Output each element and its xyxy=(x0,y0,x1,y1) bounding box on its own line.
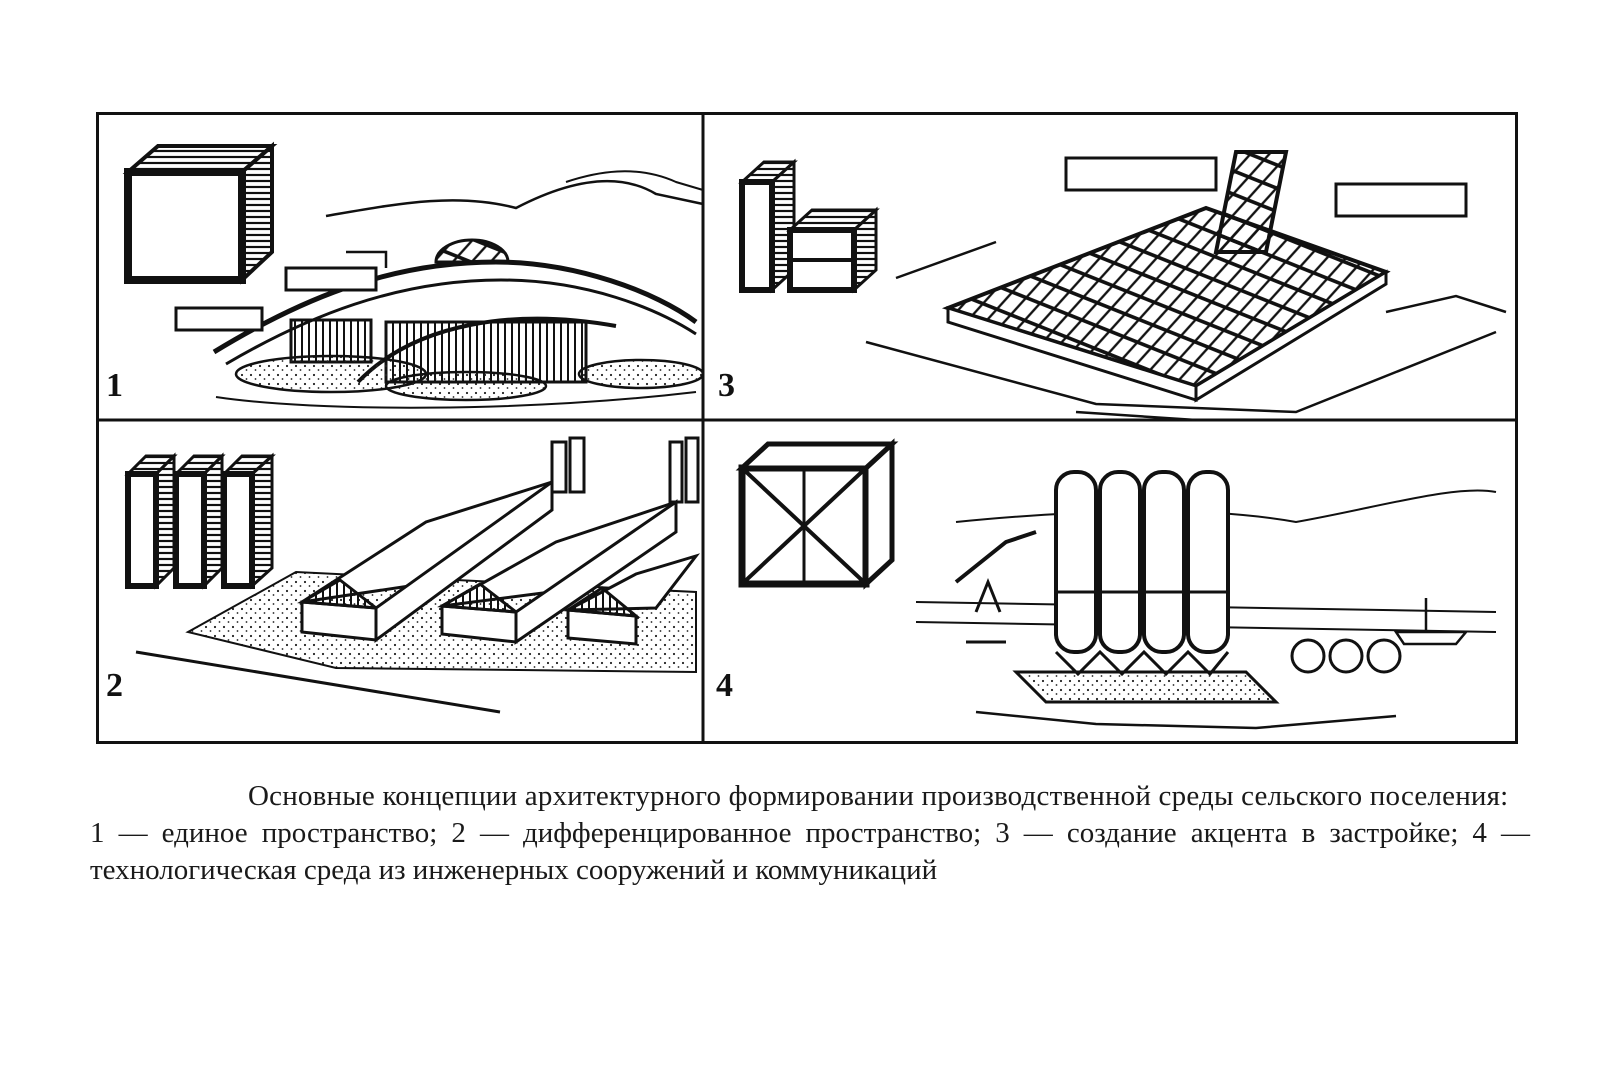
panel-2-drawing xyxy=(124,436,701,714)
panel-1-number: 1 xyxy=(106,367,123,404)
panel-1-cube-icon xyxy=(122,141,278,285)
figure-caption: Основные концепции архитектурного формир… xyxy=(90,778,1530,889)
caption-legend: 1 — единое пространство; 2 — дифференцир… xyxy=(90,817,1530,886)
panel-3-drawing xyxy=(738,150,1507,422)
panel-3-icon xyxy=(738,158,880,294)
caption-title: Основные концепции архитектурного формир… xyxy=(248,780,1509,812)
figure-illustration: 1 3 xyxy=(96,112,1518,744)
panel-3-number: 3 xyxy=(718,367,735,404)
panel-4-number: 4 xyxy=(716,667,733,704)
panel-2-number: 2 xyxy=(106,667,123,704)
panel-1-drawing xyxy=(122,141,705,409)
figure-svg: 1 3 xyxy=(96,112,1518,744)
panel-4-icon xyxy=(735,438,899,590)
panel-4-drawing xyxy=(735,438,1497,730)
panel-2-icon xyxy=(124,452,276,590)
panel-4-silos xyxy=(1054,470,1230,677)
figure-frame xyxy=(96,112,1518,744)
